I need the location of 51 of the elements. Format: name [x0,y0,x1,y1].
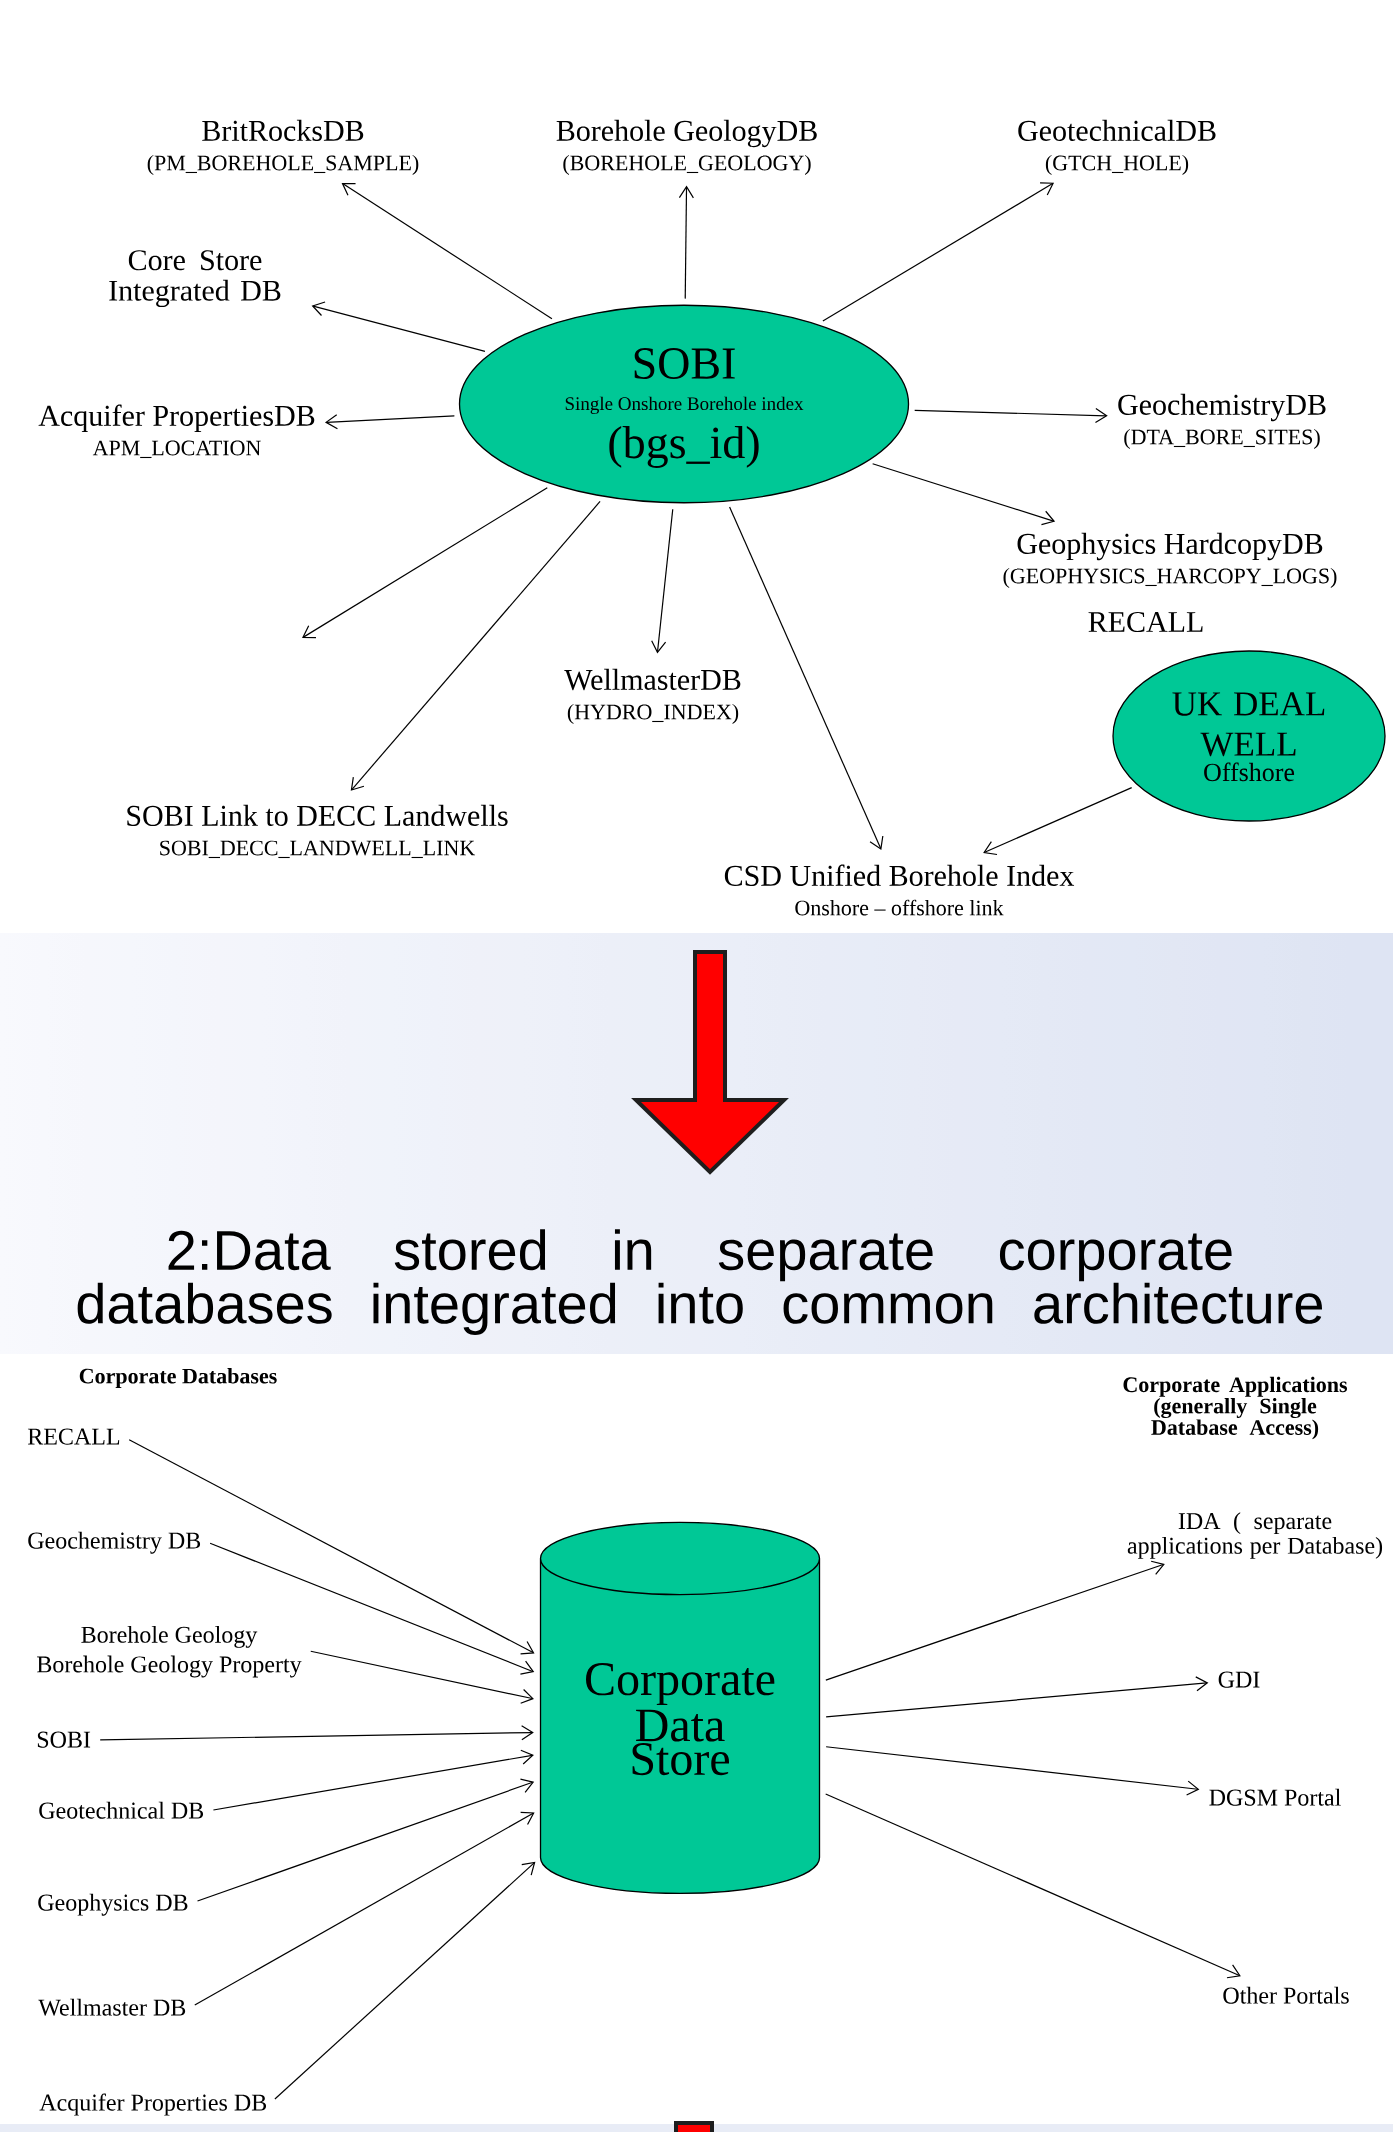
database-label: BritRocksDB (PM_BOREHOLE_SAMPLE) [147,119,419,175]
arrow [729,506,884,850]
title: 2:Data stored in separate corporate databases integrated into common architecture [77,1229,1322,1335]
arrow [274,1861,536,2100]
database-label: Geophysics HardcopyDB (GEOPHYSICS_HARCOPY_LOGS) [1003,532,1337,588]
arrow [825,1560,1165,1681]
database-label: RECALL [27,1428,120,1445]
arrow [914,407,1108,424]
database-label: CSD Unified Borehole Index Onshore – offshore link [724,864,1075,916]
arrow [324,414,455,430]
arrow [651,508,674,654]
application-label: DGSM Portal [1209,1788,1341,1806]
application-label: Other Portals [1223,1986,1349,2004]
arrow [825,1793,1241,1979]
arrow [194,1811,535,2006]
database-label: Acquifer PropertiesDB APM_LOCATION [38,404,315,459]
arrow [825,1676,1209,1718]
application-label: GDI [1218,1671,1260,1688]
arrow [128,1439,535,1655]
arrow [822,182,1055,322]
database-label: Geochemistry DB [28,1531,201,1554]
database-label: Acquifer Properties DB [39,2093,267,2116]
database-label: WellmasterDB (HYDRO_INDEX) [564,668,741,724]
database-label: Wellmaster DB [38,1998,186,2016]
database-label: SOBI Link to DECC Landwells SOBI_DECC_LANDWELL_LINK [127,804,508,859]
database-label: SOBI [37,1731,91,1748]
database-label: Borehole GeologyDB (BOREHOLE_GEOLOGY) [556,119,817,175]
arrow [341,182,553,320]
database-label: Borehole Geology Borehole Geology Property [37,1625,302,1678]
arrow [872,463,1056,526]
arrow [983,787,1133,856]
arrow [99,1725,534,1741]
application-label: IDA ( separate applications per Database) [1127,1512,1383,1559]
database-label: GeochemistryDB (DTA_BORE_SITES) [1118,393,1326,449]
arrow [212,1749,534,1811]
column-heading: Corporate Databases [79,1368,277,1388]
database-label: Core Store Integrated DB [109,250,281,308]
database-label: Geophysics DB [38,1893,188,1916]
column-heading: Corporate Applications (generally Single Database Access) [1123,1376,1348,1440]
arrow [350,500,601,791]
arrow [678,185,694,300]
database-cylinder: Corporate Data Store [539,1521,821,1895]
arrow [196,1778,535,1902]
text-label: RECALL [1088,611,1203,633]
arrow [311,301,486,353]
arrow [209,1542,535,1675]
arrow [310,1650,534,1704]
arrow [302,487,548,639]
arrow [825,1746,1200,1796]
database-label: Geotechnical DB [39,1801,204,1819]
database-label: GeotechnicalDB (GTCH_HOLE) [1018,119,1216,175]
